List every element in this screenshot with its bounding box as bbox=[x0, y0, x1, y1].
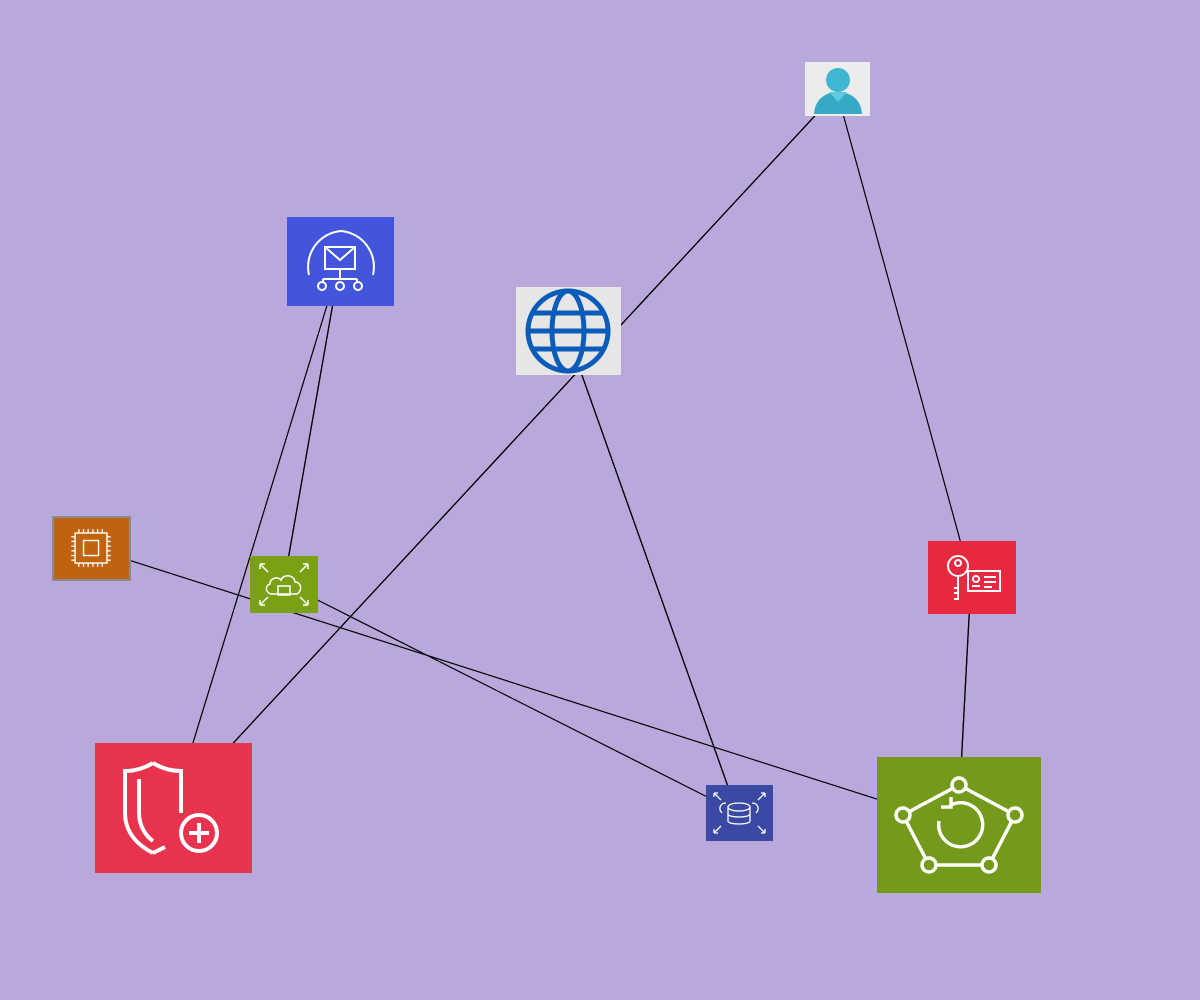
globe-icon bbox=[525, 288, 611, 374]
network-recovery-node[interactable] bbox=[877, 757, 1041, 893]
cloud-autoscaling-node[interactable] bbox=[250, 556, 318, 613]
processor-chip-node[interactable] bbox=[52, 516, 131, 581]
network-recovery-icon bbox=[894, 776, 1024, 874]
edge-shield-to-user bbox=[172, 91, 838, 809]
globe-node[interactable] bbox=[516, 287, 621, 375]
edge-notify-to-cloud bbox=[281, 262, 341, 584]
cloud-autoscaling-icon bbox=[259, 563, 309, 606]
database-scaling-node[interactable] bbox=[706, 785, 773, 841]
shield-plus-icon bbox=[123, 761, 219, 855]
processor-chip-icon bbox=[71, 529, 111, 567]
edge-user-to-shield bbox=[172, 91, 838, 809]
simple-notification-service-icon bbox=[307, 229, 375, 291]
database-scaling-icon bbox=[713, 792, 766, 834]
edge-globe-to-db bbox=[566, 332, 738, 813]
edge-cloud-to-notify bbox=[283, 262, 343, 584]
edge-cloud-to-db bbox=[283, 582, 738, 813]
user-icon bbox=[814, 68, 862, 114]
shield-node[interactable] bbox=[95, 743, 252, 873]
edge-user-to-key bbox=[836, 91, 973, 581]
edge-db-to-globe bbox=[566, 332, 738, 813]
notification-service-node[interactable] bbox=[287, 217, 394, 306]
key-identity-card-icon bbox=[947, 555, 1001, 600]
edge-notify-to-shield bbox=[171, 262, 341, 809]
user-node[interactable] bbox=[805, 62, 870, 116]
key-identity-node[interactable] bbox=[928, 541, 1016, 614]
